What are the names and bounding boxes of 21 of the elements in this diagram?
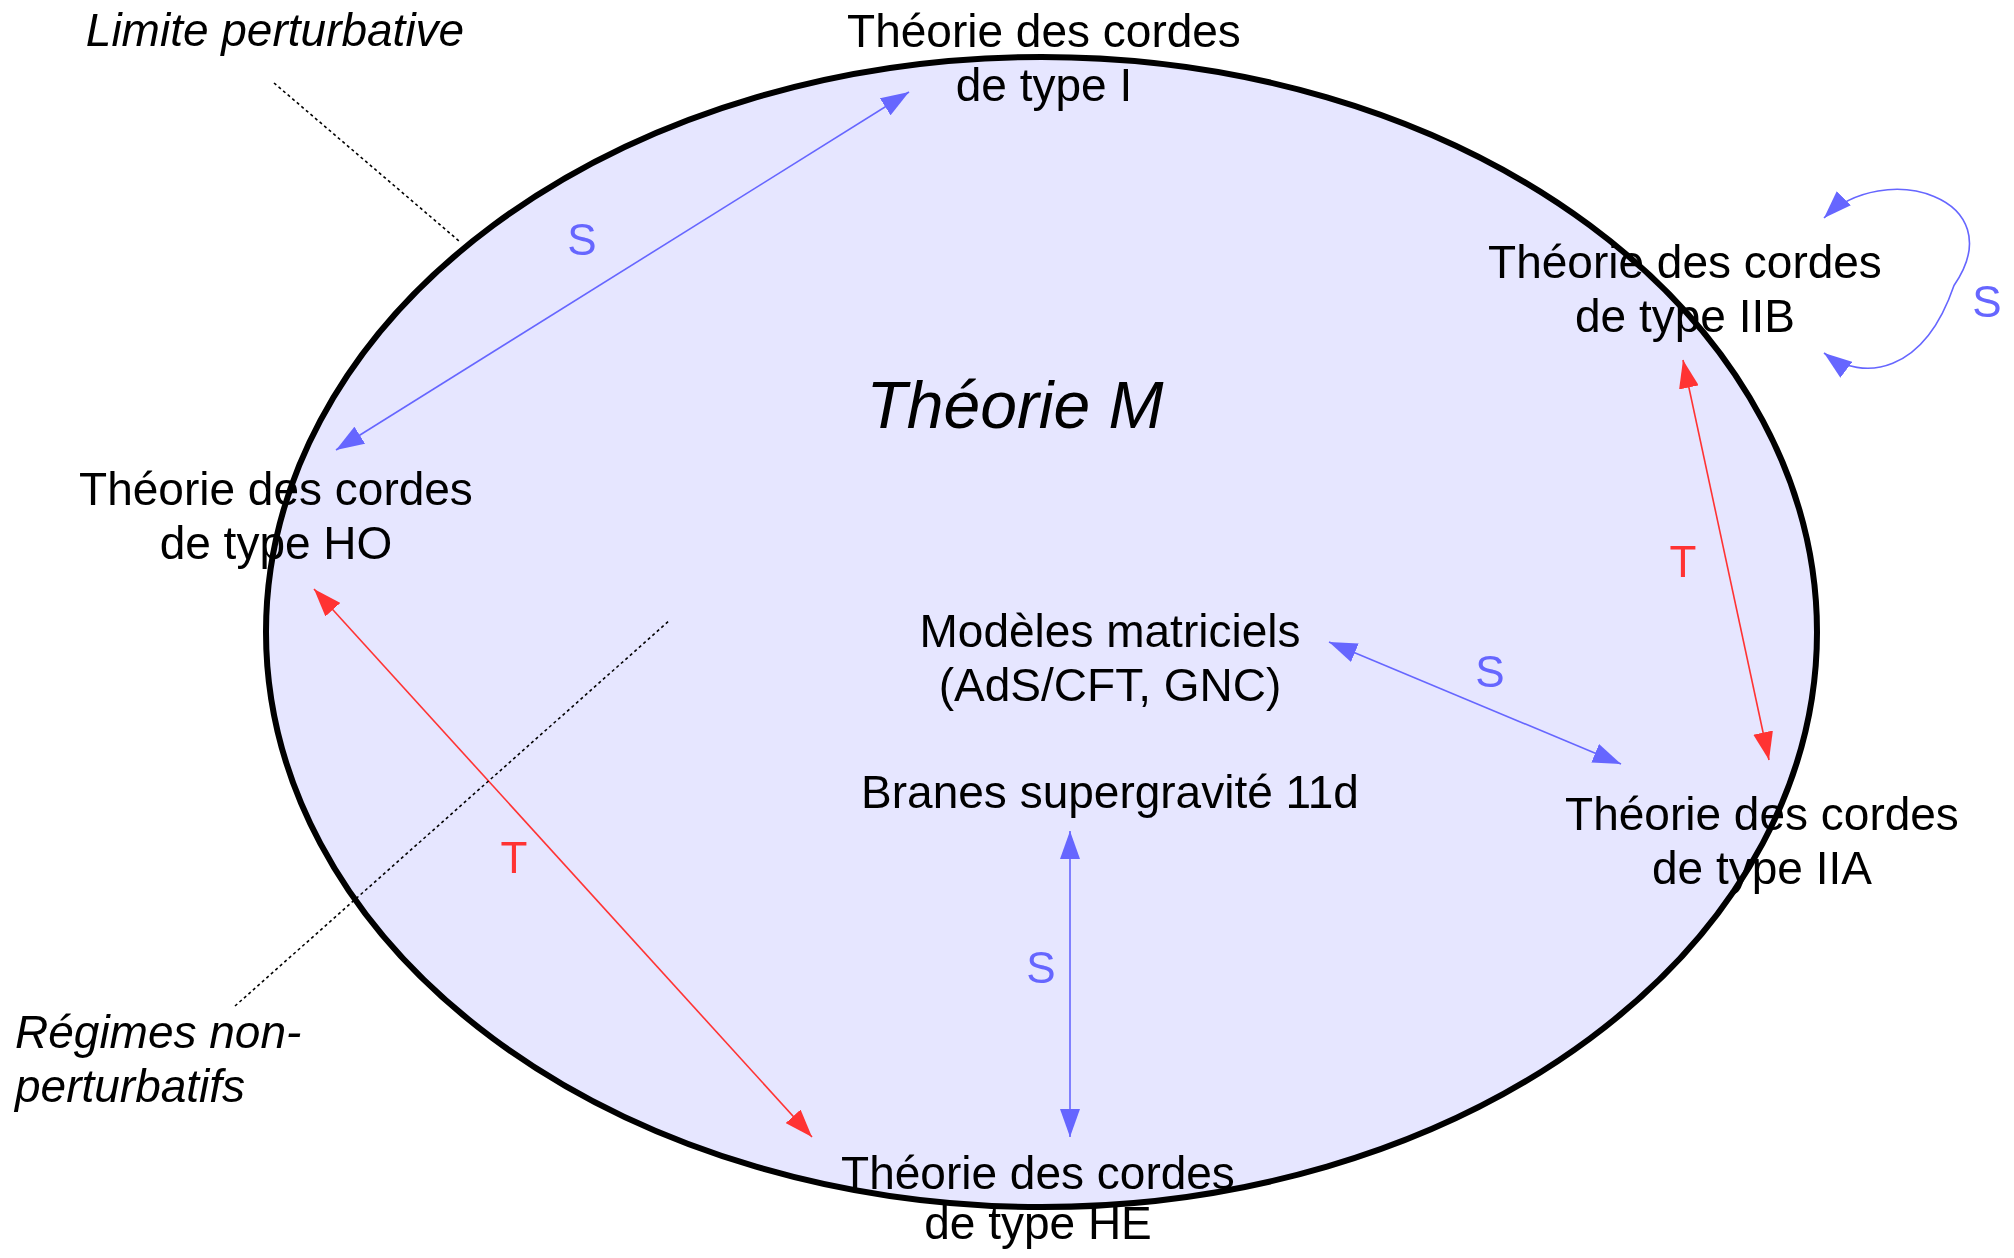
annotation-text: Limite perturbative (85, 3, 465, 57)
region-title: Théorie M (866, 367, 1164, 443)
leader-line (234, 619, 671, 1007)
edge-label: S (1026, 946, 1056, 990)
theory-label: Branes supergravité 11d (861, 765, 1359, 819)
annotation-text: Régimes non-perturbatifs (15, 1005, 303, 1113)
arrow (1060, 830, 1080, 1138)
arrow (1823, 188, 1971, 377)
arrow (335, 91, 910, 451)
edge-label: T (500, 836, 528, 880)
edge-label: S (1972, 280, 2002, 324)
edge-label: S (567, 218, 597, 262)
edge-label: T (1669, 540, 1697, 584)
arrow (313, 588, 813, 1138)
edge-label: S (1475, 650, 1505, 694)
theory-label: Théorie des cordes de type I (846, 4, 1242, 112)
leader-line (273, 82, 460, 242)
theory-label: Théorie des cordes de type HE (840, 1148, 1236, 1248)
arrow (1328, 641, 1622, 765)
arrow (1679, 359, 1773, 761)
theory-label: Modèles matriciels (AdS/CFT, GNC) (918, 604, 1302, 712)
